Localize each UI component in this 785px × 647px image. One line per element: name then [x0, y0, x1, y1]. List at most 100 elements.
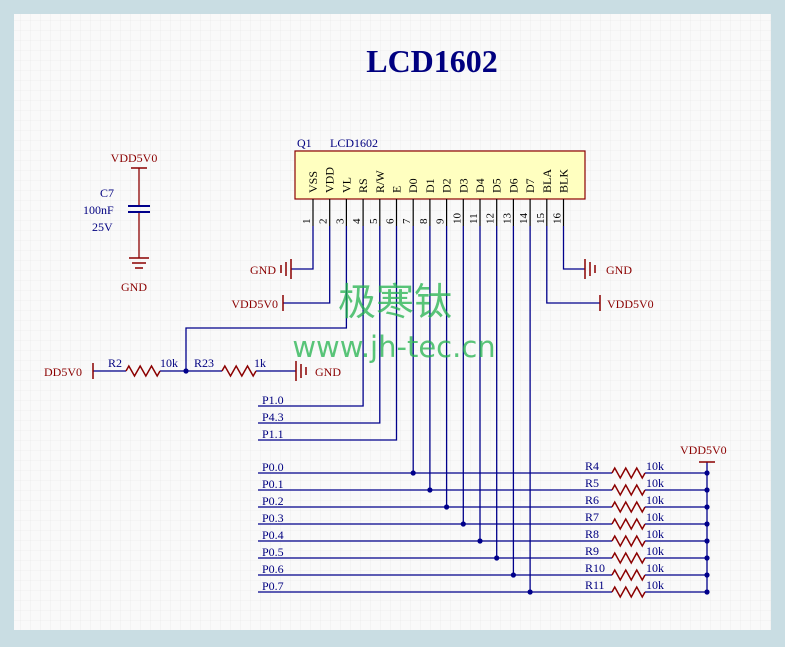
component-designator: Q1 — [297, 136, 312, 150]
pin-number: 9 — [435, 218, 447, 224]
pullup-value-r5: 10k — [646, 476, 664, 490]
pullup-designator-r4: R4 — [585, 459, 599, 473]
pin-number: 15 — [535, 213, 547, 225]
pullup-designator-r10: R10 — [585, 561, 605, 575]
net-label-P4-3: P4.3 — [262, 410, 284, 424]
net-label-P0-2: P0.2 — [262, 494, 284, 508]
net-label-P0-5: P0.5 — [262, 545, 284, 559]
pullup-resistor-r9 — [611, 551, 646, 565]
pullup-value-r11: 10k — [646, 578, 664, 592]
pin-number: 11 — [468, 213, 480, 224]
pullup-value-r8: 10k — [646, 527, 664, 541]
watermark-brand: 极寒钛 — [338, 280, 452, 324]
pin-name-d5: D5 — [490, 178, 504, 193]
pin-name-rs: RS — [356, 178, 370, 193]
pin-number: 16 — [552, 213, 564, 225]
r23-resistor — [221, 364, 257, 378]
pullup-value-r4: 10k — [646, 459, 664, 473]
c7-gnd-label: GND — [121, 280, 147, 294]
pullup-designator-r9: R9 — [585, 544, 599, 558]
pullup-designator-r11: R11 — [585, 578, 605, 592]
pullup-value-r6: 10k — [646, 493, 664, 507]
pin-name-vdd: VDD — [323, 167, 337, 193]
pullup-resistor-r10 — [611, 568, 646, 582]
symbols — [92, 167, 715, 599]
net-label-P0-3: P0.3 — [262, 511, 284, 525]
wire-control-2 — [258, 226, 398, 441]
pin-name-blk: BLK — [557, 169, 571, 193]
pullup-designator-r8: R8 — [585, 527, 599, 541]
pin-name-d1: D1 — [423, 178, 437, 193]
pin-name-d6: D6 — [506, 178, 520, 193]
r2-resistor — [125, 364, 161, 378]
c7-designator: C7 — [100, 186, 114, 200]
vdd-label-pullups: VDD5V0 — [680, 443, 727, 457]
wire-vdd — [283, 226, 331, 304]
net-label-P1-0: P1.0 — [262, 393, 284, 407]
pin-number: 2 — [318, 219, 330, 225]
junction-data-2 — [444, 504, 450, 510]
pin-name-d2: D2 — [440, 178, 454, 193]
gnd-symbol-c7 — [129, 257, 149, 269]
pullup-value-r9: 10k — [646, 544, 664, 558]
wire-blk — [562, 226, 585, 270]
pin-number: 6 — [385, 218, 397, 224]
pullup-designator-r6: R6 — [585, 493, 599, 507]
wire-bla — [546, 226, 600, 304]
pin-name-d7: D7 — [523, 178, 537, 193]
pullup-resistor-r4 — [611, 466, 646, 480]
gnd-symbol-r23 — [295, 361, 307, 381]
r23-designator: R23 — [194, 356, 214, 370]
pin-number: 5 — [368, 218, 380, 224]
wires — [93, 168, 710, 595]
net-label-P0-1: P0.1 — [262, 477, 284, 491]
pin-name-d3: D3 — [456, 178, 470, 193]
pin-name-d0: D0 — [406, 178, 420, 193]
watermark: 极寒钛 www.jh-tec.cn — [292, 280, 495, 364]
junction-data-0 — [410, 470, 416, 476]
lcd-body — [294, 150, 586, 200]
pullup-designator-r7: R7 — [585, 510, 599, 524]
pullup-resistor-r5 — [611, 483, 646, 497]
wire-vl — [185, 226, 348, 371]
gnd-label-vss: GND — [250, 263, 276, 277]
pin-name-vss: VSS — [306, 171, 320, 193]
wire-control-1 — [258, 226, 381, 424]
watermark-url: www.jh-tec.cn — [292, 330, 495, 364]
junction-data-1 — [427, 487, 433, 493]
vdd-label-r2: DD5V0 — [44, 365, 82, 379]
pullup-value-r7: 10k — [646, 510, 664, 524]
c7-voltage: 25V — [92, 220, 113, 234]
junction-data-7 — [527, 589, 533, 595]
gnd-label-r23: GND — [315, 365, 341, 379]
pullup-resistor-r8 — [611, 534, 646, 548]
pin-number: 3 — [334, 218, 346, 224]
net-label-P0-0: P0.0 — [262, 460, 284, 474]
pin-number: 7 — [401, 218, 413, 224]
pin-number: 10 — [451, 213, 463, 225]
page-title: LCD1602 — [366, 43, 498, 79]
pullup-resistor-r11 — [611, 585, 646, 599]
junction-data-4 — [477, 538, 483, 544]
pullup-resistor-r6 — [611, 500, 646, 514]
sheet-grid — [14, 14, 771, 630]
vdd-label-bla: VDD5V0 — [607, 297, 654, 311]
pin-number: 8 — [418, 218, 430, 224]
pin-name-bla: BLA — [540, 169, 554, 193]
junction-data-6 — [510, 572, 516, 578]
pin-name-rw: R/W — [373, 170, 387, 193]
c7-value: 100nF — [83, 203, 114, 217]
vdd-label-lcd: VDD5V0 — [231, 297, 278, 311]
gnd-symbol-blk — [584, 259, 596, 279]
wire-vss — [291, 226, 314, 270]
net-label-P0-7: P0.7 — [262, 579, 284, 593]
pin-number: 14 — [518, 213, 530, 225]
net-label-P1-1: P1.1 — [262, 427, 284, 441]
c7-supply-label: VDD5V0 — [111, 151, 158, 165]
